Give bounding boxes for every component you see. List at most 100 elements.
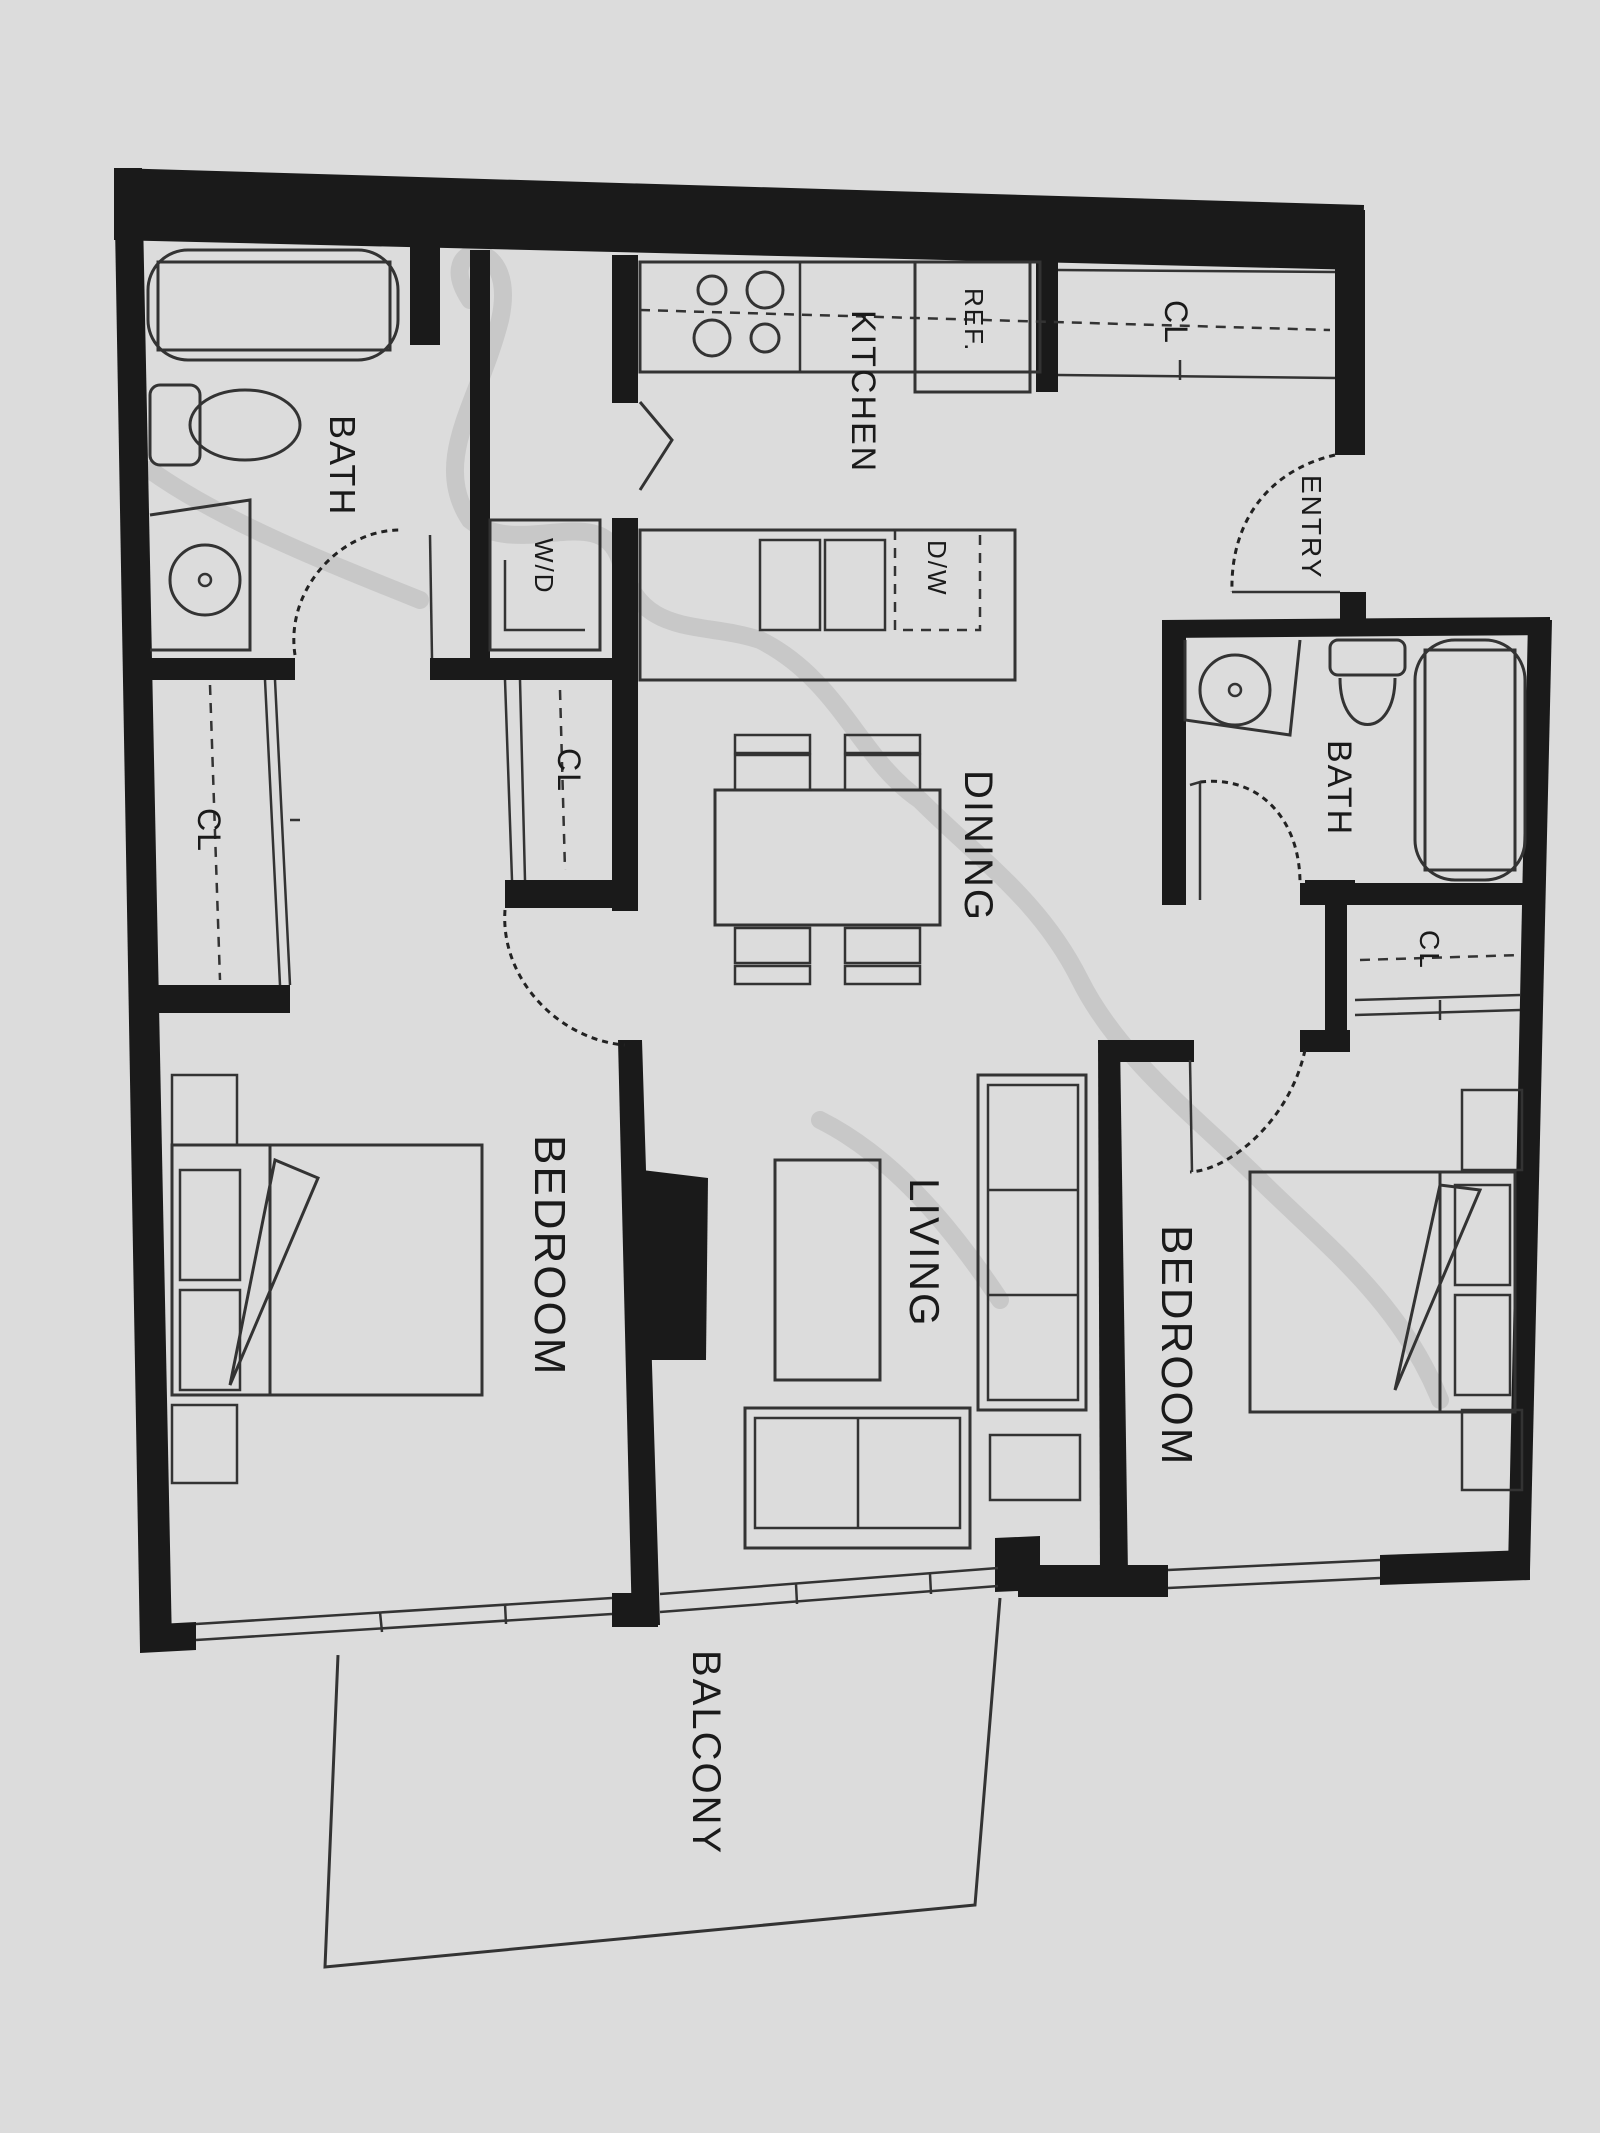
- toilet-tank-right: [1328, 638, 1407, 677]
- bed-right: [1248, 1170, 1517, 1414]
- blanket-fold-left: [228, 1157, 320, 1386]
- kitchen-island: [638, 528, 1017, 682]
- door-swing-entry: [1230, 453, 1336, 593]
- toilet-bowl-left: [188, 388, 302, 462]
- fireplace: [642, 1170, 708, 1360]
- sink-left: [168, 543, 242, 617]
- balcony-outline: [323, 1597, 1002, 1969]
- dining-chair-1: [733, 733, 812, 755]
- door-swing-bath-left: [292, 528, 401, 656]
- wall-bedroom-right-top: [1112, 1040, 1194, 1062]
- nightstand-left-2: [170, 1403, 239, 1485]
- bath-left-fixtures: [146, 248, 434, 659]
- wall-bedroom-right-left: [1098, 1040, 1128, 1575]
- bath-right-fixtures: [1183, 638, 1527, 900]
- wall-wd-partition: [470, 250, 490, 660]
- sink-right: [1198, 653, 1272, 727]
- loveseat: [743, 1406, 972, 1550]
- dining-chair-4: [843, 926, 922, 965]
- toilet-bowl-right: [1338, 677, 1397, 726]
- wall-closet-left-bottom: [150, 985, 290, 1013]
- label-bedroom-left: BEDROOM: [525, 1135, 574, 1376]
- toilet-tank-left: [148, 383, 202, 467]
- end-table: [988, 1433, 1082, 1502]
- pillow-right-2: [1453, 1293, 1512, 1397]
- coffee-table: [773, 1158, 882, 1382]
- left-closet-fixtures: [208, 679, 300, 986]
- laundry: [488, 401, 674, 652]
- label-bedroom-right: BEDROOM: [1152, 1225, 1201, 1466]
- bathtub-left: [146, 248, 400, 362]
- label-bath-right: BATH: [1320, 740, 1358, 836]
- kitchen-fixtures: [638, 260, 1331, 682]
- wall-left: [114, 168, 172, 1650]
- wall-bedroom-living: [618, 1040, 660, 1625]
- door-swing-bedroom-left: [503, 909, 626, 1047]
- wall-closet-mid-right: [612, 668, 638, 911]
- wall-bath-left-bottom-b: [430, 658, 615, 680]
- bedroom-left-furniture: [170, 1073, 484, 1485]
- wall-bath-right-bottom: [1300, 883, 1540, 905]
- label-living: LIVING: [901, 1178, 948, 1328]
- nightstand-right-2: [1460, 1408, 1524, 1492]
- wall-closet-mid-bottom: [505, 880, 635, 908]
- wall-bottom-left: [140, 1622, 196, 1653]
- stove-burner-1: [696, 274, 728, 306]
- dining-chair-2: [843, 733, 922, 755]
- pillow-right-1: [1453, 1183, 1512, 1287]
- dining-fixtures: [713, 733, 942, 986]
- label-cl-bedroom-right: CL: [1414, 930, 1445, 970]
- sink-double-a: [758, 538, 822, 632]
- wall-right-wing-right: [1508, 620, 1552, 1570]
- washer-dryer-box: [488, 518, 602, 652]
- label-cl-hall-mid: CL: [551, 748, 587, 793]
- label-wd: W/D: [529, 538, 559, 595]
- room-labels: KITCHEN REF. CL ENTRY BATH W/D D/W CL CL…: [191, 288, 1445, 1855]
- refrigerator: [913, 260, 1032, 394]
- stove-burner-3: [692, 318, 732, 358]
- entry-closet: [1057, 268, 1340, 594]
- label-ref: REF.: [959, 288, 989, 352]
- dishwasher: [893, 528, 982, 632]
- walls: [114, 168, 1552, 1653]
- kitchen-counter: [638, 260, 1042, 374]
- label-balcony: BALCONY: [684, 1650, 728, 1855]
- window-living: [659, 1566, 999, 1614]
- window-bedroom-right: [1167, 1558, 1381, 1590]
- nightstand-right-1: [1460, 1088, 1524, 1172]
- stove-burner-2: [745, 270, 785, 310]
- dining-chair-3: [733, 926, 812, 965]
- label-cl-entry: CL: [1158, 300, 1194, 345]
- label-bath-left: BATH: [322, 415, 363, 516]
- wall-right-upper: [1335, 210, 1365, 455]
- wall-kitchen-left: [612, 255, 638, 403]
- windows: [195, 1558, 1381, 1642]
- wall-right-wing-bottom: [1380, 1550, 1530, 1585]
- wall-bath-right-left: [1162, 625, 1186, 905]
- blanket-fold-right: [1393, 1183, 1483, 1391]
- wall-right-wing-top: [1162, 617, 1550, 638]
- wall-entry-stub: [1340, 592, 1366, 622]
- label-dining: DINING: [956, 770, 1000, 922]
- door-swing-bath-right: [1199, 779, 1302, 884]
- wall-kitchen-left-2: [612, 518, 638, 668]
- wall-pier-right-2: [1018, 1565, 1168, 1597]
- mid-closet-fixtures: [503, 679, 626, 1047]
- window-bedroom-left: [195, 1596, 613, 1642]
- wall-bath-left-bottom-a: [145, 658, 295, 680]
- sink-double-b: [823, 538, 887, 632]
- right-closet-fixtures: [1188, 953, 1521, 1174]
- label-cl-hall-left: CL: [191, 808, 227, 853]
- wall-bedroom-right-closet: [1325, 890, 1347, 1050]
- bed-left: [170, 1143, 484, 1397]
- pillow-left-1: [178, 1168, 242, 1282]
- sofa: [976, 1073, 1088, 1412]
- living-furniture: [743, 1073, 1088, 1550]
- wall-bath-left-right: [410, 240, 440, 345]
- label-dw: D/W: [922, 540, 952, 597]
- label-kitchen: KITCHEN: [844, 310, 882, 473]
- label-entry: ENTRY: [1296, 475, 1327, 579]
- dining-table: [713, 788, 942, 927]
- bedroom-right-furniture: [1248, 1088, 1524, 1492]
